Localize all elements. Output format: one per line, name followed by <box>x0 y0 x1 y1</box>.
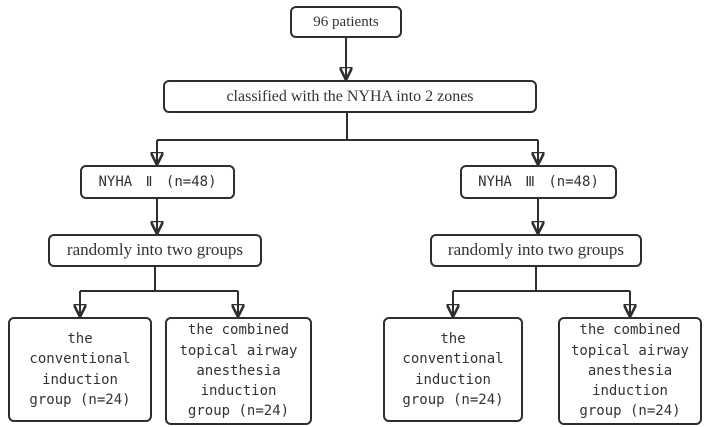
node-conventional-group-right: the conventional induction group (n=24) <box>383 317 523 422</box>
node-conventional-group-left: the conventional induction group (n=24) <box>8 317 152 422</box>
node-randomly-left: randomly into two groups <box>48 234 262 267</box>
node-randomly-right: randomly into two groups <box>430 234 642 267</box>
node-nyha-iii: NYHA Ⅲ (n=48) <box>460 165 617 199</box>
node-classified-nyha: classified with the NYHA into 2 zones <box>163 80 537 113</box>
node-combined-group-left: the combined topical airway anesthesia i… <box>165 317 312 425</box>
node-96-patients: 96 patients <box>290 6 402 38</box>
node-combined-group-right: the combined topical airway anesthesia i… <box>558 317 702 425</box>
node-nyha-ii: NYHA Ⅱ (n=48) <box>80 165 235 199</box>
